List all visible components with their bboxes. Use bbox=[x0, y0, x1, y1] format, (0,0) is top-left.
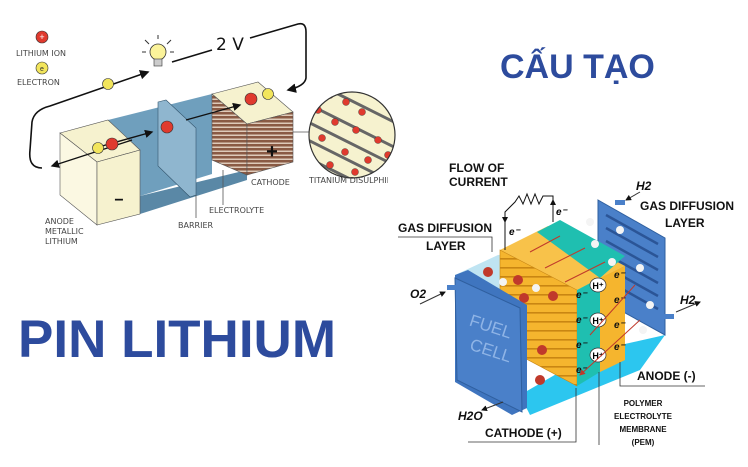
electron-label: e⁻ bbox=[576, 315, 589, 326]
electron-label: e⁻ bbox=[614, 270, 627, 281]
circuit-electron-label: e⁻ bbox=[556, 207, 569, 218]
flow-of-current-label: FLOW OF bbox=[449, 161, 504, 175]
circuit-wire-right bbox=[171, 22, 307, 90]
anode-label: LITHIUM bbox=[45, 237, 78, 246]
titanium-disulphide-zoom bbox=[309, 92, 395, 178]
cathode-label: CATHODE bbox=[251, 178, 290, 187]
h2o-outlet-arrow bbox=[481, 401, 504, 412]
anode-label: METALLIC bbox=[45, 227, 84, 236]
h2-inlet-arrow bbox=[625, 191, 641, 201]
cathode-plate bbox=[454, 277, 523, 413]
gas-diffusion-left-label: GAS DIFFUSION bbox=[398, 221, 492, 235]
h2-inlet-label: H2 bbox=[636, 179, 652, 193]
electron-label: e⁻ bbox=[614, 342, 627, 353]
electron-icon bbox=[262, 88, 274, 100]
leader-line bbox=[619, 362, 705, 387]
electron-label: e⁻ bbox=[576, 340, 589, 351]
lithium-ion-icon bbox=[105, 137, 119, 151]
cathode-layer-top bbox=[500, 226, 625, 290]
resistor-circuit bbox=[504, 192, 554, 250]
electron-label: e⁻ bbox=[614, 295, 627, 306]
anode-front bbox=[96, 149, 141, 226]
ion-plus: + bbox=[39, 32, 44, 42]
leader-line bbox=[398, 236, 493, 252]
structure-heading: CẤU TẠO bbox=[500, 48, 655, 86]
cathode-front bbox=[246, 111, 294, 176]
leader-line bbox=[468, 388, 577, 443]
flow-of-current-label: CURRENT bbox=[449, 175, 508, 189]
anode-minus-label: ANODE (-) bbox=[637, 369, 696, 383]
h2-outlet-arrow bbox=[675, 301, 701, 313]
pem-label: MEMBRANE bbox=[619, 425, 667, 434]
reaction-arrows bbox=[529, 235, 641, 375]
light-bulb-icon bbox=[142, 35, 174, 67]
o2-inlet-label: O2 bbox=[410, 287, 426, 301]
proton-group: H⁺ H⁺ H⁺ bbox=[589, 277, 607, 363]
proton-label: H⁺ bbox=[592, 351, 603, 361]
h2o-outlet-label: H2O bbox=[458, 409, 483, 423]
h2-outlet-pipe bbox=[664, 314, 674, 319]
lithium-ion-icon bbox=[160, 120, 174, 134]
legend-electron-label: ELECTRON bbox=[17, 78, 60, 87]
lithium-ion-icon bbox=[35, 30, 49, 44]
lithium-battery-diagram: + LITHIUM ION e ELECTRON 2 V − + bbox=[16, 22, 398, 246]
anode-label: ANODE bbox=[45, 217, 74, 226]
gas-diffusion-left-label: LAYER bbox=[426, 239, 466, 253]
plate-channels bbox=[605, 213, 659, 311]
pem-label: ELECTROLYTE bbox=[614, 412, 673, 421]
gas-diffusion-right-label: LAYER bbox=[665, 216, 705, 230]
proton-label: H⁺ bbox=[592, 281, 603, 291]
h2-inlet-pipe bbox=[615, 200, 625, 205]
anode-layer bbox=[600, 266, 625, 372]
gas-diffusion-right-label: GAS DIFFUSION bbox=[640, 199, 734, 213]
barrier-label: BARRIER bbox=[178, 221, 213, 230]
circuit-electron-label: e⁻ bbox=[509, 227, 522, 238]
o2-inlet-pipe bbox=[447, 285, 457, 290]
titanium-disulphide-label: TITANIUM DISULPHIDE bbox=[308, 176, 398, 185]
fuel-cell-diagram: H⁺ H⁺ H⁺ e⁻ e⁻ e⁻ e⁻ e⁻ e⁻ e⁻ e⁻ FUEL CE… bbox=[398, 161, 734, 447]
electron-icon bbox=[35, 61, 49, 75]
ion-arrow bbox=[50, 139, 133, 168]
h2o-outlet-pipe bbox=[504, 398, 514, 403]
lithium-ion-icon bbox=[244, 92, 258, 106]
legend-ion-label: LITHIUM ION bbox=[16, 49, 66, 58]
h2-outlet-label: H2 bbox=[680, 293, 696, 307]
electron-label: e⁻ bbox=[614, 320, 627, 331]
cathode-plus-sign: + bbox=[266, 141, 278, 163]
electron-label: e⁻ bbox=[576, 365, 589, 376]
voltage-label: 2 V bbox=[216, 35, 244, 55]
proton-label: H⁺ bbox=[592, 316, 603, 326]
zoom-circle bbox=[308, 91, 396, 179]
anode-minus-sign: − bbox=[114, 192, 123, 209]
electron-icon bbox=[92, 142, 104, 154]
electron-icon bbox=[102, 78, 114, 90]
o2-inlet-arrow bbox=[419, 291, 446, 305]
pem-label: POLYMER bbox=[624, 399, 663, 408]
ion-arrow bbox=[185, 102, 242, 121]
legend: + LITHIUM ION e ELECTRON bbox=[16, 30, 66, 87]
electrolyte-label: ELECTROLYTE bbox=[209, 206, 264, 215]
main-heading: PIN LITHIUM bbox=[18, 310, 336, 369]
pem-label: (PEM) bbox=[632, 438, 655, 447]
molecules bbox=[483, 218, 654, 385]
circuit-wire-left bbox=[28, 70, 150, 169]
electron-e: e bbox=[40, 66, 44, 73]
cathode-plus-label: CATHODE (+) bbox=[485, 426, 562, 440]
electron-label: e⁻ bbox=[576, 290, 589, 301]
ion-arrow bbox=[94, 129, 154, 149]
